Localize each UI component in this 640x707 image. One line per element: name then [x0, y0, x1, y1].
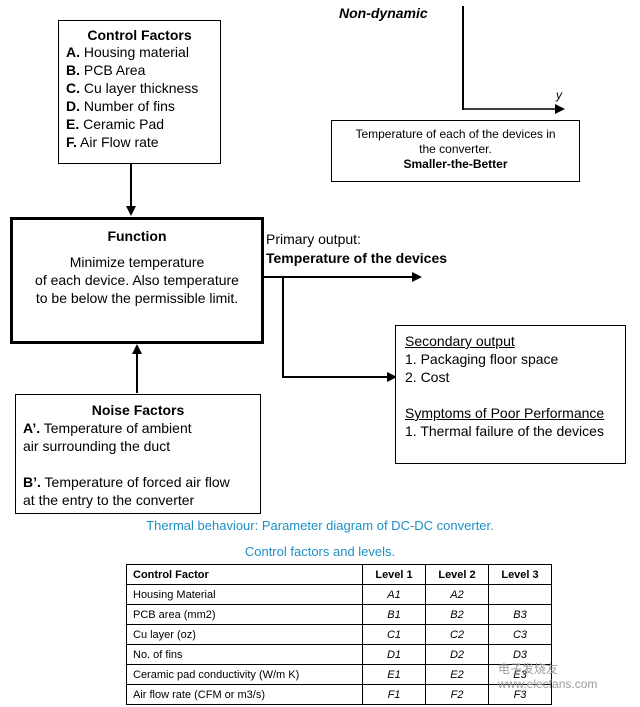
level-cell: E2: [425, 664, 489, 685]
noise-factors-title: Noise Factors: [91, 402, 185, 418]
secondary-output-title: Secondary output: [405, 333, 515, 349]
output-characteristic-type: Smaller-the-Better: [403, 157, 508, 171]
function-line2: of each device. Also temperature: [35, 272, 239, 288]
factor-cell: Cu layer (oz): [126, 624, 363, 645]
function-line3: to be below the permissible limit.: [35, 290, 239, 306]
control-factor-text: Air Flow rate: [80, 134, 159, 150]
function-line1: Minimize temperature: [69, 254, 205, 270]
level-cell: D2: [425, 644, 489, 665]
secondary-output-arrow: [282, 277, 397, 382]
level-cell: F3: [488, 684, 552, 705]
secondary-output-box: Secondary output 1. Packaging floor spac…: [395, 325, 626, 464]
watermark: 电子发烧友 www.elecfans.com: [498, 662, 598, 691]
control-factor-text: Cu layer thickness: [83, 80, 199, 96]
level-cell: A1: [362, 584, 426, 605]
function-box: Function Minimize temperature of each de…: [10, 217, 264, 344]
level-cell: F1: [362, 684, 426, 705]
control-factor-item: E. Ceramic Pad: [66, 115, 220, 133]
header-level-1: Level 1: [362, 564, 426, 585]
level-cell: C1: [362, 624, 426, 645]
factor-cell: PCB area (mm2): [126, 604, 363, 625]
noise-b-key: B’.: [23, 474, 41, 490]
control-factor-text: Ceramic Pad: [83, 116, 165, 132]
control-factor-key: C.: [66, 80, 80, 96]
level-cell: F2: [425, 684, 489, 705]
control-factor-key: B.: [66, 62, 80, 78]
nondynamic-label: Non-dynamic: [339, 5, 428, 21]
level-cell: B2: [425, 604, 489, 625]
symptoms-title: Symptoms of Poor Performance: [405, 405, 605, 421]
control-factor-text: Housing material: [83, 44, 189, 60]
level-cell: A2: [425, 584, 489, 605]
factor-cell: No. of fins: [126, 644, 363, 665]
noise-factors-box: Noise Factors A’. Temperature of ambient…: [15, 394, 261, 514]
level-cell: E1: [362, 664, 426, 685]
level-cell: C3: [488, 624, 552, 645]
control-factors-title: Control Factors: [87, 27, 192, 43]
y-axis-label: y: [556, 88, 562, 102]
noise-a-line2: air surrounding the duct: [23, 438, 171, 454]
output-characteristic-box: Temperature of each of the devices in th…: [331, 120, 580, 182]
noise-b-line1: Temperature of forced air flow: [40, 474, 230, 490]
control-factor-item: C. Cu layer thickness: [66, 79, 220, 97]
figure-caption: Thermal behaviour: Parameter diagram of …: [146, 518, 494, 533]
header-control-factor: Control Factor: [126, 564, 363, 585]
control-factor-key: D.: [66, 98, 80, 114]
control-factor-text: Number of fins: [83, 98, 175, 114]
level-cell: [488, 584, 552, 605]
control-factor-item: D. Number of fins: [66, 97, 220, 115]
level-cell: D1: [362, 644, 426, 665]
control-factor-key: E.: [66, 116, 80, 132]
primary-output-value: Temperature of the devices: [266, 250, 448, 266]
level-cell: B1: [362, 604, 426, 625]
control-factor-item: A. Housing material: [66, 43, 220, 61]
function-title: Function: [107, 228, 167, 244]
factor-cell: Ceramic pad conductivity (W/m K): [126, 664, 363, 685]
level-cell: B3: [488, 604, 552, 625]
header-level-3: Level 3: [488, 564, 552, 585]
level-cell: C2: [425, 624, 489, 645]
table-caption: Control factors and levels.: [244, 544, 396, 559]
secondary-output-item1: 1. Packaging floor space: [405, 351, 559, 367]
primary-output-label: Primary output:: [266, 231, 361, 247]
factor-cell: Housing Material: [126, 584, 363, 605]
control-factor-key: A.: [66, 44, 80, 60]
factor-cell: Air flow rate (CFM or m3/s): [126, 684, 363, 705]
output-characteristic-line2: the converter.: [419, 142, 492, 156]
noise-a-line1: Temperature of ambient: [40, 420, 192, 436]
table-header-row: Control Factor Level 1 Level 2 Level 3: [126, 564, 552, 585]
header-level-2: Level 2: [425, 564, 489, 585]
symptom-item1: 1. Thermal failure of the devices: [405, 423, 604, 439]
control-factor-item: B. PCB Area: [66, 61, 220, 79]
control-factor-text: PCB Area: [83, 62, 146, 78]
control-factor-levels-table: Control Factor Level 1 Level 2 Level 3 H…: [126, 564, 552, 705]
control-factor-key: F.: [66, 134, 77, 150]
noise-b-line2: at the entry to the converter: [23, 492, 195, 508]
control-factor-item: F. Air Flow rate: [66, 133, 220, 151]
output-characteristic-line1: Temperature of each of the devices in: [355, 127, 556, 141]
noise-a-key: A’.: [23, 420, 41, 436]
secondary-output-item2: 2. Cost: [405, 369, 450, 385]
